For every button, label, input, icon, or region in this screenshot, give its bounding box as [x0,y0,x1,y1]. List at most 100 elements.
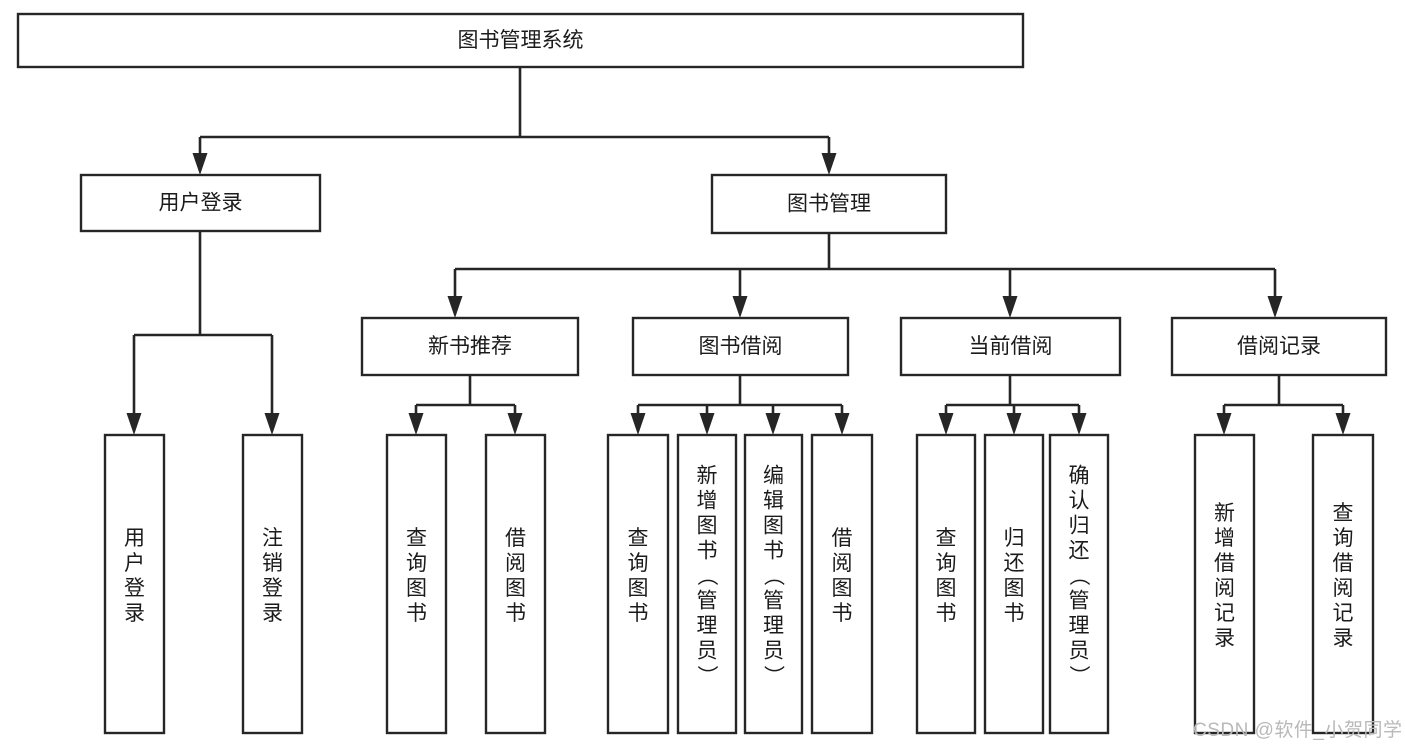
node-box[interactable] [915,433,977,735]
node-box[interactable] [484,433,547,735]
node-label: 借阅记录 [1237,335,1321,358]
node-label-char: 借 [1333,552,1354,575]
node-label-char: 管 [763,590,784,613]
node-label-char: 录 [1214,627,1235,650]
node-label: 当前借阅 [969,335,1053,358]
node-book-manage[interactable]: 图书管理 [710,173,948,235]
arrow-head-icon [1006,413,1022,435]
node-box[interactable] [899,316,1122,377]
node-label-char: ） [762,665,785,686]
node-box[interactable] [710,173,948,235]
connector-bus-borrow-record [1216,375,1351,435]
node-label-char: 归 [1069,515,1090,538]
arrow-head-icon [765,413,781,435]
node-label-char: （ [1067,565,1090,586]
node-root[interactable]: 图书管理系统 [16,12,1025,69]
node-label-char: 用 [124,527,145,550]
arrow-head-icon [192,153,208,175]
node-label: 用户登录 [159,192,243,215]
node-label-char: 编 [763,465,784,488]
node-label-char: 新 [1214,502,1235,525]
node-label-char: 登 [262,577,283,600]
node-label-char: 借 [832,527,853,550]
node-label-char: 图 [406,577,427,600]
node-label-char: 借 [505,527,526,550]
connector-bus-root [192,67,837,175]
node-label-char: 查 [628,527,649,550]
node-label-char: 阅 [1333,577,1354,600]
node-label-char: 书 [505,602,526,625]
node-label-char: 书 [832,602,853,625]
node-box[interactable] [1170,316,1388,377]
node-box[interactable] [1311,433,1375,735]
node-box[interactable] [810,433,874,735]
node-label: 新书推荐 [428,335,512,358]
node-label-char: 图 [763,515,784,538]
node-leaf-user-login[interactable]: 用户登录 [103,433,166,735]
node-borrow-record[interactable]: 借阅记录 [1170,316,1388,377]
node-label-char: 图 [697,515,718,538]
node-new-book-recommend[interactable]: 新书推荐 [360,316,580,377]
node-box[interactable] [79,173,322,233]
arrow-head-icon [1002,296,1018,318]
node-box[interactable] [360,316,580,377]
connector-bus-current-borrow [938,375,1087,435]
node-label-char: 归 [1004,527,1025,550]
node-label-char: 新 [697,465,718,488]
node-box[interactable] [676,433,738,735]
node-label-char: 阅 [832,552,853,575]
node-label: 图书管理系统 [458,29,584,52]
node-box[interactable] [241,433,304,735]
node-label-char: 阅 [1214,577,1235,600]
node-label: 图书借阅 [699,335,783,358]
node-label-char: 还 [1004,552,1025,575]
node-label-char: 询 [628,552,649,575]
arrow-head-icon [732,296,748,318]
connector-bus-book-borrow [630,375,850,435]
node-label-char: 查 [406,527,427,550]
node-box[interactable] [631,316,850,377]
node-label-char: 书 [406,602,427,625]
node-label-char: 书 [1004,602,1025,625]
node-box[interactable] [743,433,804,735]
node-box[interactable] [983,433,1045,735]
node-book-borrow[interactable]: 图书借阅 [631,316,850,377]
node-label-char: （ [762,565,785,586]
node-box[interactable] [1193,433,1256,735]
node-label-char: 查 [936,527,957,550]
node-box[interactable] [385,433,448,735]
node-label-char: 询 [936,552,957,575]
node-layer: 图书管理系统用户登录图书管理新书推荐图书借阅当前借阅借阅记录用户登录注销登录查询… [16,12,1388,735]
node-label-char: 录 [262,602,283,625]
node-box[interactable] [606,433,670,735]
node-box[interactable] [1048,433,1110,735]
node-label-char: 辑 [763,490,784,513]
node-label-char: 录 [124,602,145,625]
node-label-char: 记 [1214,602,1235,625]
node-label-char: 管 [1069,590,1090,613]
node-label-char: 查 [1333,502,1354,525]
connector-bus-book-manage [447,233,1283,318]
node-label-char: 图 [1004,577,1025,600]
node-box[interactable] [103,433,166,735]
node-label-char: 书 [628,602,649,625]
arrow-head-icon [821,153,837,175]
node-label-char: 确 [1069,465,1090,488]
node-label-char: ） [695,665,718,686]
node-user-login[interactable]: 用户登录 [79,173,322,233]
node-box[interactable] [16,12,1025,69]
node-current-borrow[interactable]: 当前借阅 [899,316,1122,377]
